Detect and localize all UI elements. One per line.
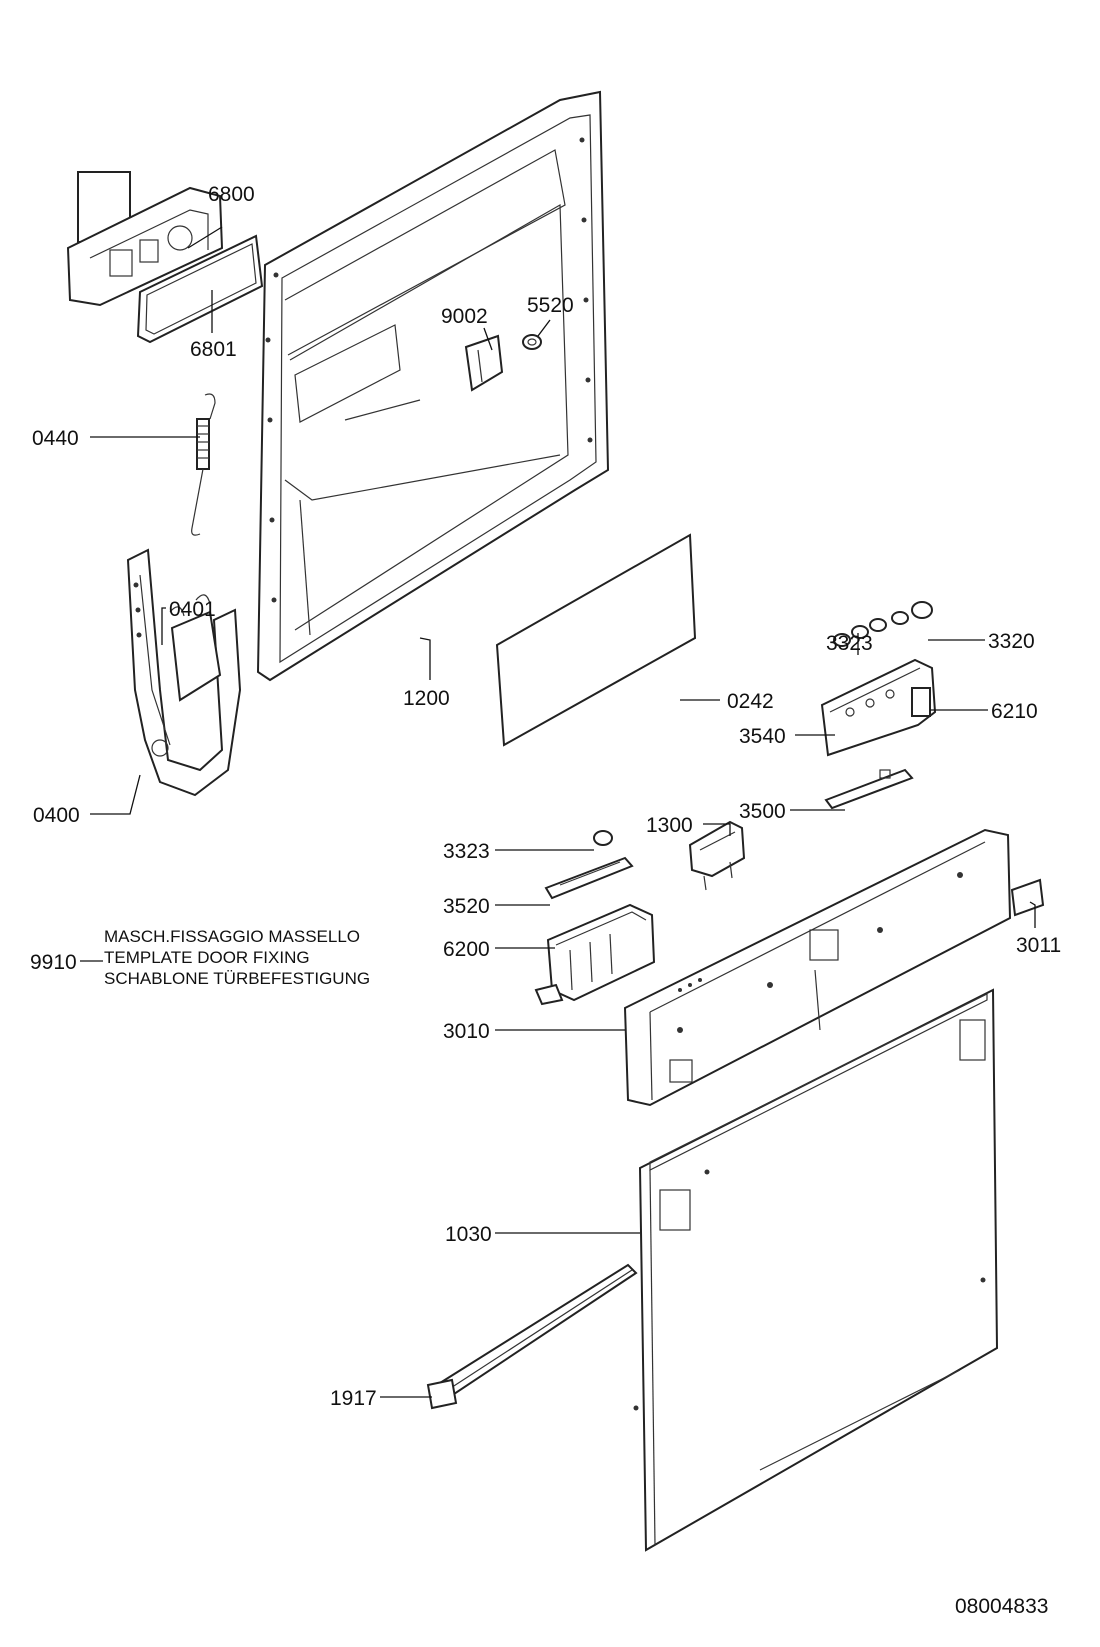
drawing-number: 08004833 <box>955 1595 1048 1618</box>
part-label-6210: 6210 <box>991 700 1038 723</box>
part-label-0440: 0440 <box>32 427 79 450</box>
part-label-6800: 6800 <box>208 183 255 206</box>
note-9910-line3: SCHABLONE TÜRBEFESTIGUNG <box>104 969 370 988</box>
hinge-0400 <box>126 548 242 797</box>
trim-strip-1917 <box>426 1263 638 1410</box>
part-label-3520: 3520 <box>443 895 490 918</box>
part-label-1917: 1917 <box>330 1387 377 1410</box>
door-lock-6800 <box>66 171 224 307</box>
part-label-3010: 3010 <box>443 1020 490 1043</box>
knob-5520 <box>522 334 542 350</box>
panel-sheet-0242 <box>495 533 697 747</box>
note-9910-line1: MASCH.FISSAGGIO MASSELLO <box>104 927 360 946</box>
circuit-board-3500 <box>824 768 914 810</box>
control-panel-3010 <box>623 828 1012 1107</box>
part-label-3540: 3540 <box>739 725 786 748</box>
buttons-3320 <box>833 601 933 647</box>
inner-door-frame-1200 <box>256 90 610 682</box>
part-label-6200: 6200 <box>443 938 490 961</box>
component-1300 <box>688 820 746 891</box>
leader-lines <box>80 226 1036 1398</box>
note-9910-line2: TEMPLATE DOOR FIXING <box>104 948 310 967</box>
gasket-6801 <box>136 234 264 344</box>
part-label-0242: 0242 <box>727 690 774 713</box>
part-label-1200: 1200 <box>403 687 450 710</box>
plate-3011 <box>1010 878 1045 917</box>
bar-3520 <box>544 856 634 900</box>
part-label-1030: 1030 <box>445 1223 492 1246</box>
part-label-0400: 0400 <box>33 804 80 827</box>
part-label-3323-lower: 3323 <box>443 840 490 863</box>
part-label-9910: 9910 <box>30 951 77 974</box>
part-label-6801: 6801 <box>190 338 237 361</box>
part-label-1300: 1300 <box>646 814 693 837</box>
outer-door-panel-1030 <box>633 988 999 1552</box>
part-label-3320: 3320 <box>988 630 1035 653</box>
part-label-9002: 9002 <box>441 305 488 328</box>
part-label-3500: 3500 <box>739 800 786 823</box>
part-label-3323-top: 3323 <box>826 632 873 655</box>
module-6200 <box>534 903 656 1006</box>
part-label-3011: 3011 <box>1016 934 1061 957</box>
knob-3323 <box>593 830 613 846</box>
control-housing-6210 <box>820 658 937 757</box>
spring-0440 <box>191 393 216 536</box>
bracket-9002 <box>464 334 504 392</box>
part-label-5520: 5520 <box>527 294 574 317</box>
part-label-0401: 0401 <box>169 598 216 621</box>
